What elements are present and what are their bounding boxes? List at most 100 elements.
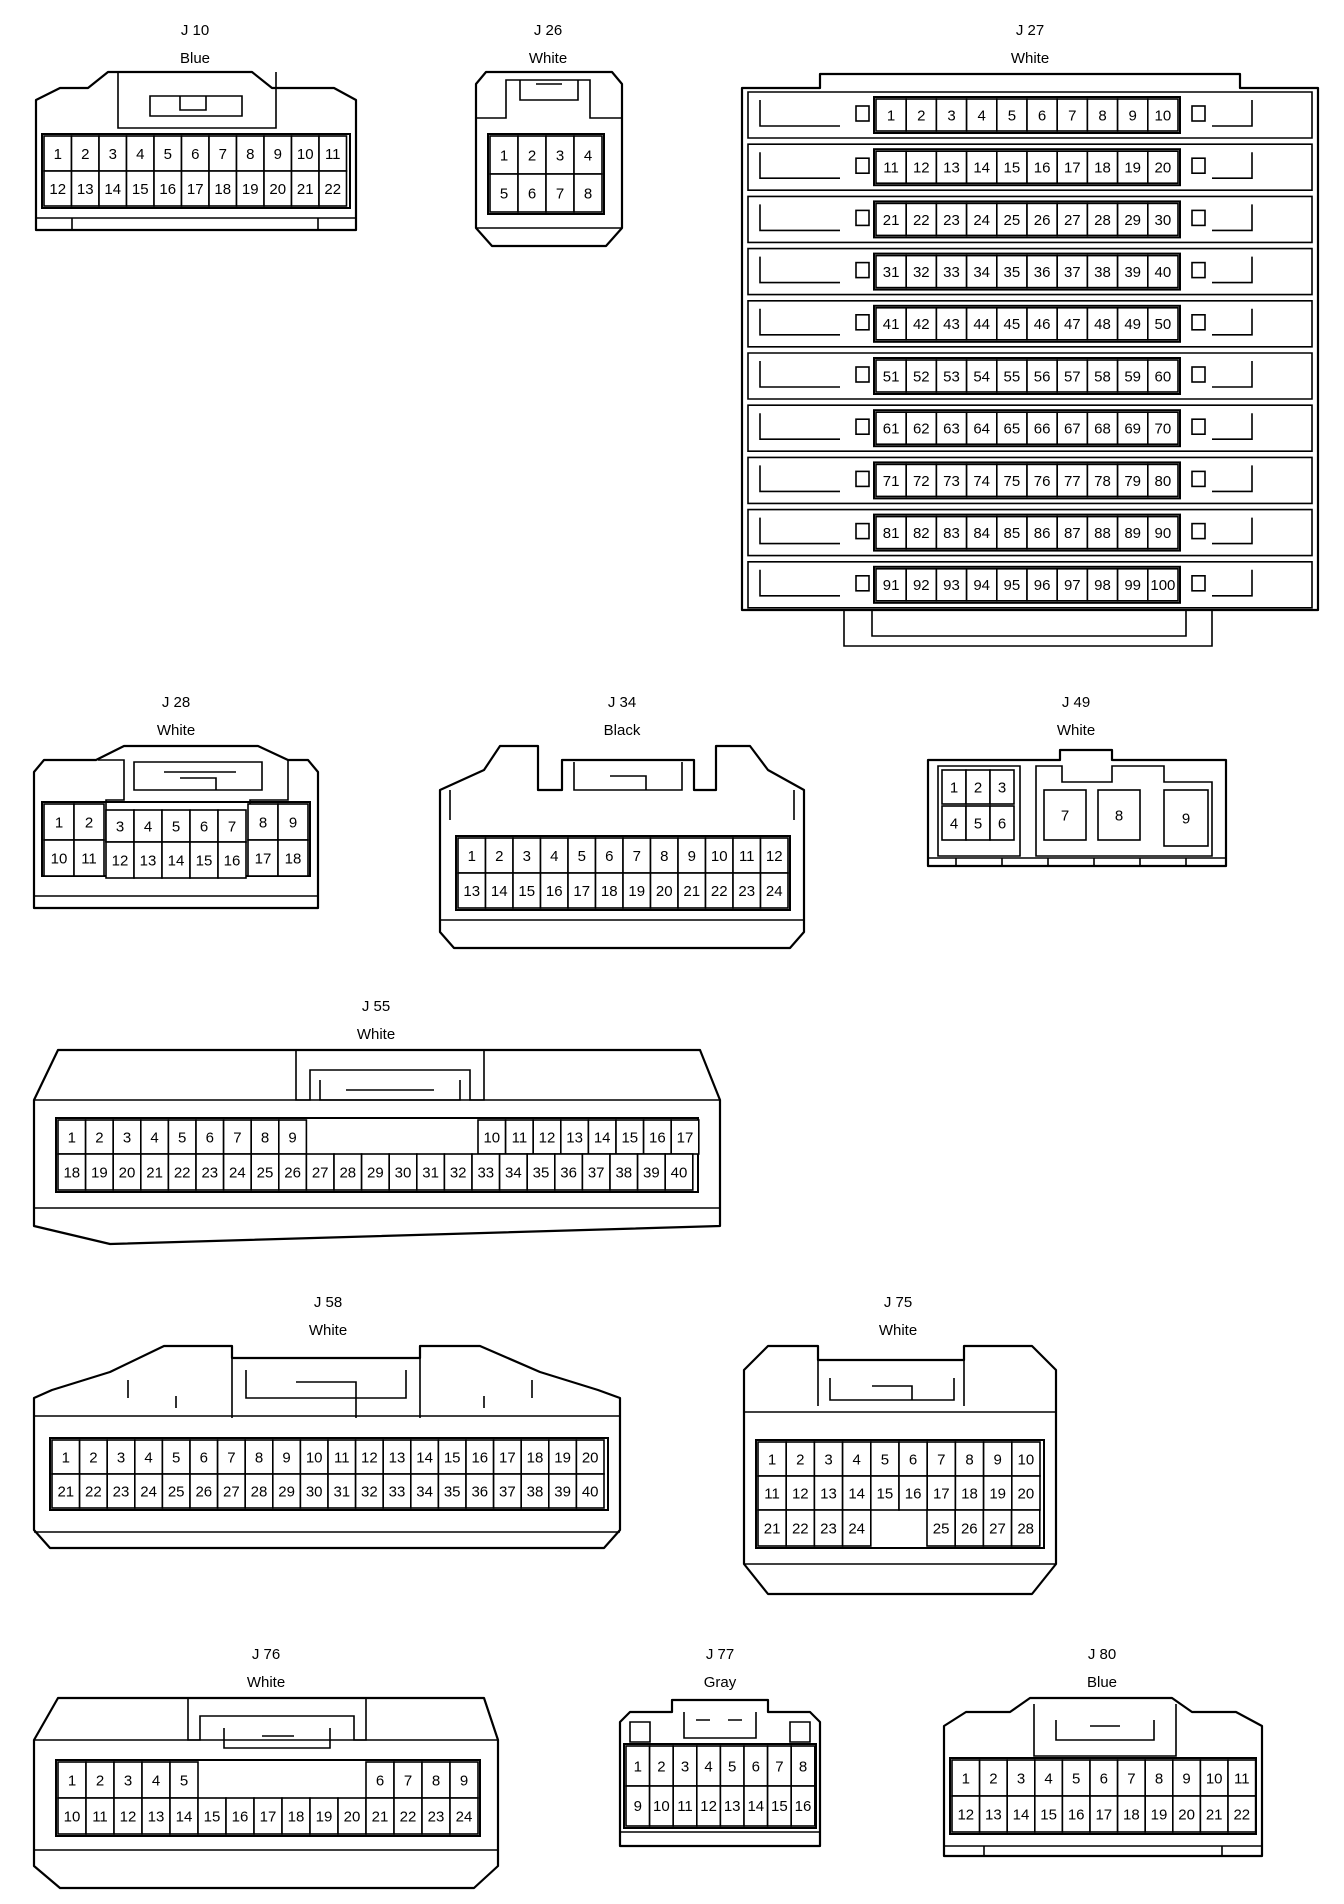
rail-notch (759, 361, 840, 388)
pin-number: 23 (738, 883, 755, 900)
rail-notch (1212, 100, 1253, 127)
pin-cell (465, 1473, 495, 1509)
latch-square (855, 105, 870, 122)
pin-number: 21 (297, 181, 314, 198)
pin-cell (1172, 1759, 1202, 1797)
pin-cell (1147, 411, 1179, 446)
pin-cell (1227, 1759, 1257, 1797)
pin-number: 1 (768, 1451, 776, 1468)
pin-number: 4 (550, 848, 558, 865)
pin-number: 24 (229, 1164, 246, 1181)
pin-cell (1086, 463, 1119, 498)
pin-number: 44 (973, 316, 990, 333)
pin-cell (1089, 1759, 1119, 1797)
pin-cell (318, 135, 348, 172)
pin-number: 36 (560, 1164, 577, 1181)
pin-cell (965, 202, 998, 237)
pin-cell (484, 872, 514, 909)
pin-cell (935, 463, 968, 498)
pin-frame (49, 1437, 609, 1511)
pin-number: 18 (527, 1449, 544, 1466)
pin-number: 8 (1155, 1770, 1163, 1787)
pin-number: 11 (81, 850, 97, 867)
pin-number: 36 (471, 1483, 488, 1500)
pin-number: 63 (943, 421, 960, 438)
pin-number: 21 (372, 1808, 389, 1825)
pin-number: 1 (500, 147, 508, 164)
pin-number: 45 (1004, 316, 1021, 333)
pin-number: 4 (978, 107, 986, 124)
rail-notch (759, 152, 840, 179)
pin-number: 15 (1004, 160, 1021, 177)
pin-cell (935, 306, 968, 341)
pin-number: 18 (1123, 1806, 1140, 1823)
pin-number: 85 (1004, 525, 1021, 542)
pin-number: 18 (288, 1808, 305, 1825)
pin-number: 16 (232, 1808, 249, 1825)
pin-frame (487, 133, 605, 215)
connector-id: J 75 (884, 1294, 912, 1311)
pin-number: 25 (1004, 212, 1021, 229)
pin-cell (875, 463, 908, 498)
pin-cell (995, 515, 1028, 550)
pin-cell (1147, 306, 1179, 341)
pin-number: 29 (278, 1483, 295, 1500)
pin-cell (978, 1795, 1008, 1833)
pin-number: 11 (764, 1485, 780, 1502)
pin-cell (954, 1475, 985, 1511)
pin-cell (1199, 1795, 1229, 1833)
pin-number: 16 (1068, 1806, 1085, 1823)
pin-number: 17 (1095, 1806, 1112, 1823)
pin-cell (1043, 789, 1087, 841)
pin-number: 11 (677, 1798, 693, 1815)
pin-number: 1 (68, 1129, 76, 1146)
pin-number: 4 (1044, 1770, 1052, 1787)
pin-cell (73, 839, 105, 877)
pin-number: 2 (989, 1770, 997, 1787)
pin-cell (465, 1439, 495, 1475)
pin-cell (208, 135, 238, 172)
pin-frame (873, 252, 1181, 291)
pin-cell (208, 170, 238, 207)
pin-number: 14 (594, 1129, 611, 1146)
pin-cell (553, 1153, 584, 1191)
pin-number: 25 (257, 1164, 274, 1181)
pin-cell (905, 306, 938, 341)
pin-cell (1056, 254, 1089, 289)
pin-cell (365, 1761, 395, 1799)
pin-number: 9 (274, 146, 282, 163)
pin-cell (649, 837, 679, 874)
connector-id: J 26 (534, 22, 562, 39)
pin-number: 7 (233, 1129, 241, 1146)
pin-number: 62 (913, 421, 930, 438)
pin-cell (1086, 515, 1119, 550)
latch-square (1191, 209, 1206, 227)
pin-cell (489, 173, 519, 213)
pin-cell (905, 98, 938, 132)
pin-number: 12 (361, 1449, 378, 1466)
pin-cell (512, 837, 542, 874)
pin-cell (484, 837, 514, 874)
pin-cell (898, 1441, 929, 1477)
pin-number: 78 (1094, 473, 1111, 490)
pin-number: 80 (1155, 473, 1172, 490)
pin-cell (935, 98, 968, 132)
pin-cell (290, 170, 320, 207)
pin-number: 3 (1017, 1770, 1025, 1787)
pin-cell (704, 872, 734, 909)
pin-number: 8 (965, 1451, 973, 1468)
pin-number: 54 (973, 368, 990, 385)
pin-cell (965, 150, 998, 184)
pin-number: 20 (119, 1164, 136, 1181)
pin-number: 7 (219, 146, 227, 163)
latch-square (1191, 261, 1206, 279)
pin-number: 22 (913, 212, 930, 229)
pin-number: 3 (124, 1772, 132, 1789)
pin-number: 74 (973, 473, 990, 490)
pin-number: 21 (883, 212, 900, 229)
pin-number: 25 (933, 1520, 950, 1537)
pin-number: 4 (950, 815, 958, 832)
